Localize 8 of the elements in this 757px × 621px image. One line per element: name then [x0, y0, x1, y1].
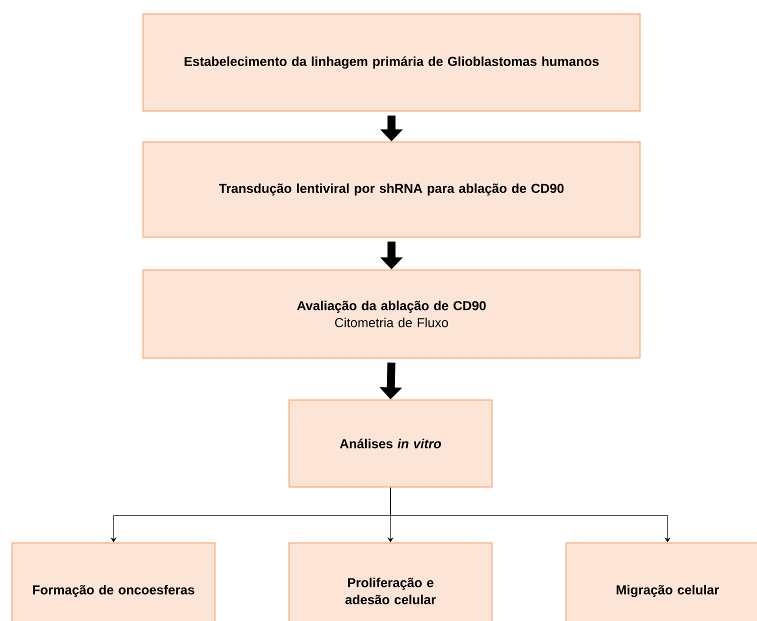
process-box: Formação de oncoesferas [11, 542, 216, 621]
process-box: Avaliação da ablação de CD90 Citometria de Fluxo [142, 269, 641, 359]
process-box: Estabelecimento da linhagem primária de Glioblastomas humanos [142, 13, 641, 112]
process-box: Análises in vitro [288, 399, 493, 488]
arrow [390, 487, 671, 542]
process-box: Transdução lentiviral por shRNA para ablação de CD90 [142, 141, 641, 238]
process-box: Proliferação e adesão celular [288, 542, 493, 621]
process-box: Migração celular [565, 542, 757, 621]
